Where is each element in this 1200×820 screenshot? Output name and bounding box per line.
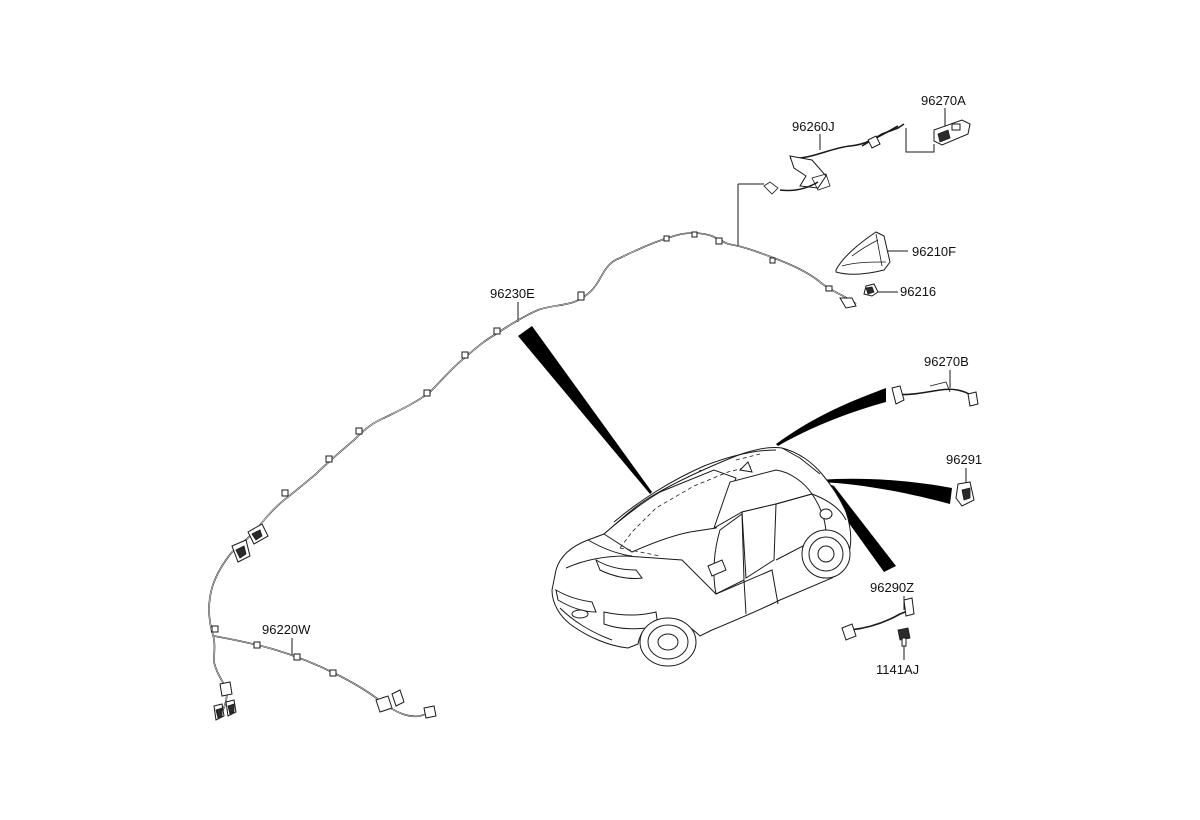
part-96216[interactable]: 96216 xyxy=(863,283,936,299)
part-96291[interactable]: 96291 xyxy=(946,452,982,507)
label-96260J: 96260J xyxy=(792,119,835,134)
pointer-wedge-96230E xyxy=(518,326,652,494)
part-96210F[interactable]: 96210F xyxy=(835,231,956,275)
part-1141AJ[interactable]: 1141AJ xyxy=(876,627,919,677)
pointer-wedge-96291 xyxy=(818,478,952,504)
label-1141AJ: 1141AJ xyxy=(876,662,919,677)
part-96260J[interactable]: 96260J xyxy=(763,119,905,195)
pointer-wedge-96270B xyxy=(776,388,886,446)
part-96270A[interactable]: 96270A xyxy=(905,93,971,153)
label-96220W: 96220W xyxy=(262,622,311,637)
vehicle-illustration xyxy=(551,447,852,667)
label-96210F: 96210F xyxy=(912,244,956,259)
label-96270A: 96270A xyxy=(921,93,966,108)
part-96290Z[interactable]: 96290Z xyxy=(841,580,915,641)
harness-96230E-clips xyxy=(281,231,857,497)
part-96270B[interactable]: 96270B xyxy=(891,354,979,407)
label-96290Z: 96290Z xyxy=(870,580,914,595)
part-96230E[interactable]: 96230E xyxy=(231,231,857,563)
label-96230E: 96230E xyxy=(490,286,535,301)
label-96270B: 96270B xyxy=(924,354,969,369)
label-96291: 96291 xyxy=(946,452,982,467)
label-96216: 96216 xyxy=(900,284,936,299)
part-96220W[interactable]: 96220W xyxy=(208,551,437,721)
